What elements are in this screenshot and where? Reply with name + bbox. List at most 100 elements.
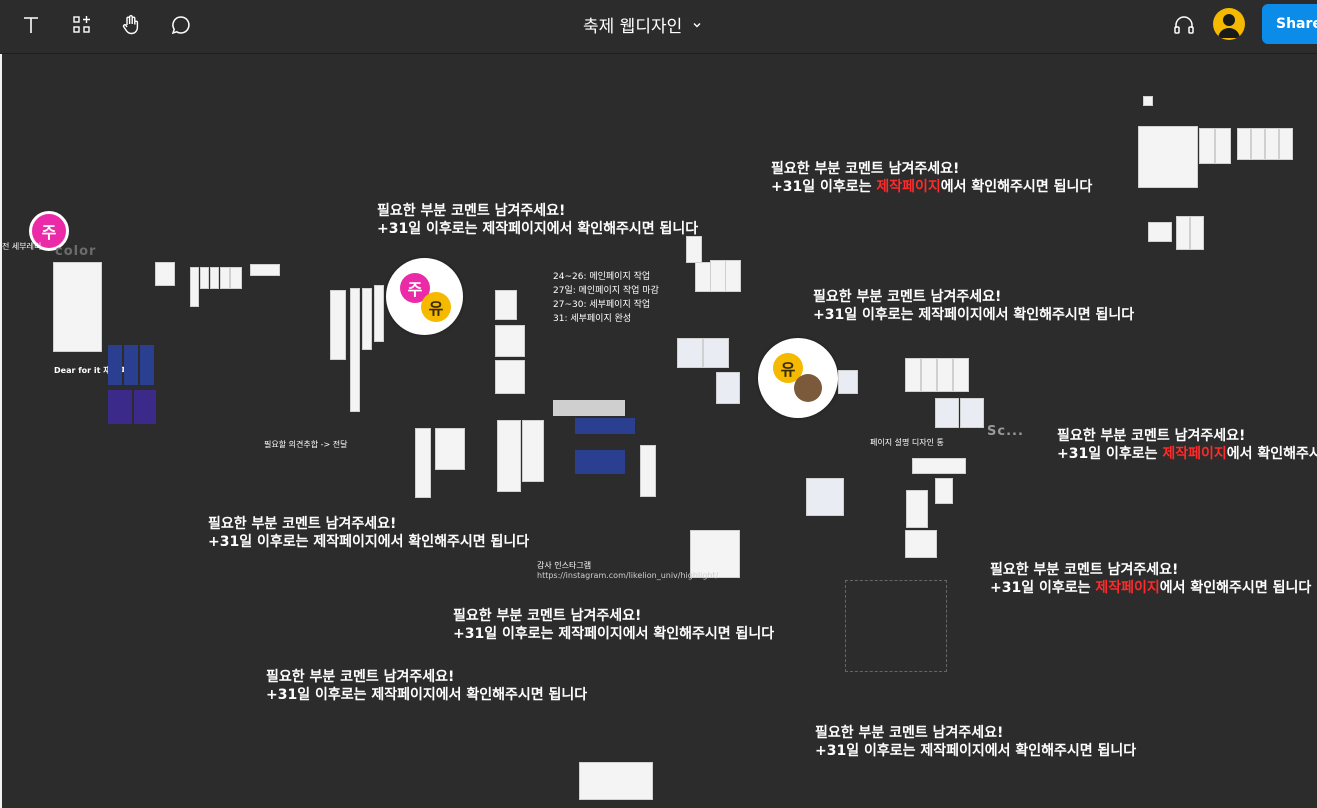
page-frame[interactable] bbox=[579, 762, 653, 800]
page-frame[interactable] bbox=[905, 358, 921, 392]
page-frame[interactable] bbox=[806, 478, 844, 516]
wireframe-card[interactable] bbox=[190, 267, 199, 307]
page-frame[interactable] bbox=[686, 236, 702, 263]
page-frame[interactable] bbox=[1190, 216, 1204, 250]
feedback-label: 필요할 의견추합 -> 전달 bbox=[264, 440, 348, 449]
comment-note[interactable]: 필요한 부분 코멘트 남겨주세요! +31일 이후로는 제작페이지에서 확인해주… bbox=[1057, 427, 1317, 463]
page-frame[interactable] bbox=[350, 288, 360, 412]
page-frame[interactable] bbox=[716, 372, 740, 404]
note-line: +31일 이후로는 제작페이지에서 확인해주시Ⅰ bbox=[1057, 445, 1317, 463]
comment-note[interactable]: 필요한 부분 코멘트 남겨주세요! +31일 이후로는 제작페이지에서 확인해주… bbox=[813, 288, 1134, 324]
note-prefix: +31일 이후로는 bbox=[771, 179, 877, 195]
page-frame[interactable] bbox=[522, 420, 544, 482]
schedule-list: 24~26: 메인페이지 작업 27일: 메인페이지 작업 마감 27~30: … bbox=[553, 270, 659, 326]
page-frame[interactable] bbox=[905, 530, 937, 558]
wireframe-card[interactable] bbox=[230, 267, 242, 289]
frame-label: 페이지 설명 디자인 통 bbox=[870, 438, 944, 447]
chevron-down-icon bbox=[693, 22, 701, 27]
collaborator-cursor-ju: 주 bbox=[400, 273, 430, 303]
page-frame[interactable] bbox=[553, 400, 625, 416]
page-frame[interactable] bbox=[497, 420, 521, 492]
table-frame[interactable] bbox=[1138, 126, 1198, 188]
note-line: 필요한 부분 코멘트 남겨주세요! bbox=[266, 669, 455, 685]
page-frame[interactable] bbox=[937, 358, 953, 392]
comment-note[interactable]: 필요한 부분 코멘트 남겨주세요! +31일 이후로는 제작페이지에서 확인해주… bbox=[771, 160, 1092, 196]
page-frame[interactable] bbox=[1251, 128, 1265, 160]
text-tool-icon[interactable] bbox=[14, 8, 48, 42]
page-frame[interactable] bbox=[1199, 128, 1215, 164]
collaborator-cursor-yu: 유 bbox=[773, 353, 803, 383]
share-button[interactable]: Share bbox=[1262, 4, 1317, 44]
page-frame[interactable] bbox=[710, 260, 726, 292]
page-frame[interactable] bbox=[1215, 128, 1231, 164]
note-line: +31일 이후로는 제작페이지에서 확인해주시면 됩니다 bbox=[813, 307, 1135, 323]
poster-thumb[interactable] bbox=[108, 390, 132, 424]
page-frame[interactable] bbox=[935, 398, 959, 428]
file-title: 축제 웹디자인 bbox=[583, 17, 683, 37]
headphones-icon[interactable] bbox=[1167, 8, 1201, 42]
page-frame[interactable] bbox=[838, 370, 858, 394]
comment-note[interactable]: 필요한 부분 코멘트 남겨주세요! +31일 이후로는 제작페이지에서 확인해주… bbox=[453, 607, 774, 643]
page-frame[interactable] bbox=[1279, 128, 1293, 160]
hero-thumb[interactable] bbox=[575, 450, 625, 474]
comment-note[interactable]: 필요한 부분 코멘트 남겨주세요! +31일 이후로는 제작페이지에서 확인해주… bbox=[208, 515, 529, 551]
page-frame[interactable] bbox=[677, 338, 703, 368]
page-frame[interactable] bbox=[362, 288, 372, 350]
page-frame[interactable] bbox=[935, 478, 953, 504]
collaborator-cursor-yu: 유 bbox=[421, 292, 451, 322]
page-frame[interactable] bbox=[1265, 128, 1279, 160]
file-title-menu[interactable]: 축제 웹디자인 bbox=[583, 12, 702, 37]
comment-note[interactable]: 필요한 부분 코멘트 남겨주세요! +31일 이후로는 제작페이지에서 확인해주… bbox=[990, 561, 1311, 597]
page-frame[interactable] bbox=[960, 398, 984, 428]
comment-tool-icon[interactable] bbox=[164, 8, 198, 42]
poster-thumb[interactable] bbox=[124, 345, 138, 385]
user-avatar[interactable] bbox=[1213, 8, 1245, 40]
wireframe-card[interactable] bbox=[250, 264, 280, 276]
gallery-frame[interactable] bbox=[845, 580, 947, 672]
comment-note[interactable]: 필요한 부분 코멘트 남겨주세요! +31일 이후로는 제작페이지에서 확인해주… bbox=[266, 668, 587, 704]
page-frame[interactable] bbox=[921, 358, 937, 392]
shapes-tool-icon[interactable] bbox=[65, 8, 99, 42]
page-frame[interactable] bbox=[703, 338, 729, 368]
poster-thumb[interactable] bbox=[140, 345, 154, 385]
page-frame[interactable] bbox=[953, 358, 969, 392]
wireframe-card[interactable] bbox=[210, 267, 219, 289]
page-frame[interactable] bbox=[640, 445, 656, 497]
page-frame[interactable] bbox=[690, 530, 740, 578]
page-frame[interactable] bbox=[906, 490, 928, 528]
page-frame[interactable] bbox=[374, 285, 384, 342]
wireframe-card[interactable] bbox=[155, 262, 175, 286]
comment-note[interactable]: 필요한 부분 코멘트 남겨주세요! +31일 이후로는 제작페이지에서 확인해주… bbox=[377, 202, 698, 238]
note-line: +31일 이후로는 제작페이지에서 확인해주시면 됩니다 bbox=[377, 221, 699, 237]
credit-url[interactable]: https://instagram.com/likelion_univ/high… bbox=[537, 571, 726, 580]
small-frame[interactable] bbox=[1143, 96, 1153, 106]
color-palette-frame[interactable] bbox=[53, 262, 102, 352]
wireframe-card[interactable] bbox=[200, 267, 209, 289]
comment-note[interactable]: 필요한 부분 코멘트 남겨주세요! +31일 이후로는 제작페이지에서 확인해주… bbox=[815, 724, 1136, 760]
page-frame[interactable] bbox=[695, 262, 711, 292]
page-frame[interactable] bbox=[495, 290, 517, 320]
note-line: +31일 이후로는 제작페이지에서 확인해주시면 됩니다 bbox=[815, 743, 1137, 759]
note-line: 필요한 부분 코멘트 남겨주세요! bbox=[377, 203, 566, 219]
note-line: +31일 이후로는 제작페이지에서 확인해주시면 됩니다 bbox=[771, 178, 1092, 196]
note-line: +31일 이후로는 제작페이지에서 확인해주시면 됩니다 bbox=[990, 579, 1311, 597]
page-frame[interactable] bbox=[1176, 216, 1190, 250]
page-frame[interactable] bbox=[495, 360, 525, 394]
schedule-item: 24~26: 메인페이지 작업 bbox=[553, 272, 651, 282]
note-prefix: +31일 이후로는 bbox=[990, 580, 1096, 596]
hero-thumb[interactable] bbox=[575, 418, 635, 434]
page-frame[interactable] bbox=[1148, 222, 1172, 242]
page-frame[interactable] bbox=[912, 458, 966, 474]
note-line: 필요한 부분 코멘트 남겨주세요! bbox=[813, 289, 1002, 305]
page-frame[interactable] bbox=[330, 290, 346, 360]
wireframe-card[interactable] bbox=[220, 267, 230, 289]
poster-thumb[interactable] bbox=[108, 345, 122, 385]
page-frame[interactable] bbox=[435, 428, 465, 470]
page-frame[interactable] bbox=[495, 325, 525, 357]
poster-thumb[interactable] bbox=[134, 390, 156, 424]
page-frame[interactable] bbox=[415, 428, 431, 498]
page-frame[interactable] bbox=[1237, 128, 1251, 160]
page-frame[interactable] bbox=[725, 260, 741, 292]
hand-tool-icon[interactable] bbox=[114, 8, 148, 42]
note-line: 필요한 부분 코멘트 남겨주세요! bbox=[815, 725, 1004, 741]
